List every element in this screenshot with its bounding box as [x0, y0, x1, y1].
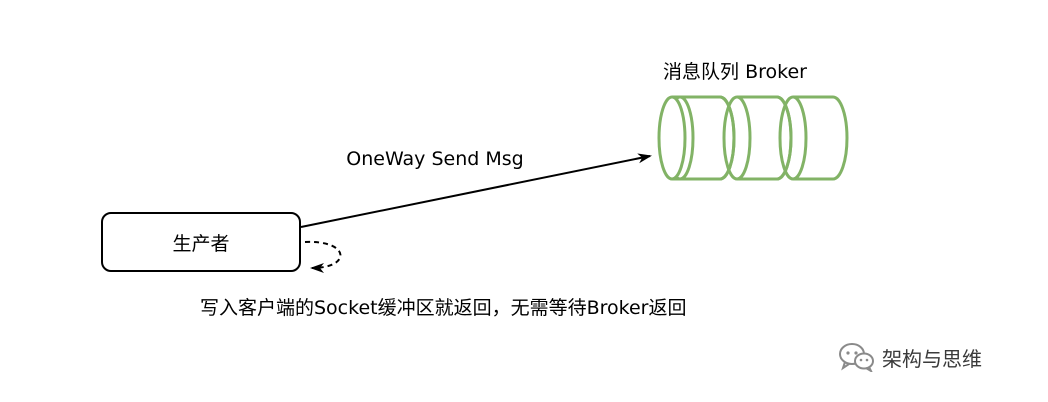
queue-segment-1 — [657, 95, 736, 181]
watermark-text: 架构与思维 — [882, 346, 982, 371]
watermark: 架构与思维 — [838, 342, 982, 372]
queue-title: 消息队列 Broker — [663, 61, 807, 83]
queue-segment-2 — [722, 95, 793, 181]
send-arrow — [300, 153, 652, 228]
queue-segment-3 — [778, 95, 849, 181]
message-queue — [657, 95, 849, 181]
producer-box: 生产者 — [101, 212, 301, 272]
send-arrow-label: OneWay Send Msg — [346, 148, 523, 170]
producer-label: 生产者 — [172, 233, 229, 255]
wechat-icon — [839, 343, 874, 372]
return-arrow — [304, 240, 342, 273]
return-note: 写入客户端的Socket缓冲区就返回，无需等待Broker返回 — [200, 297, 686, 319]
